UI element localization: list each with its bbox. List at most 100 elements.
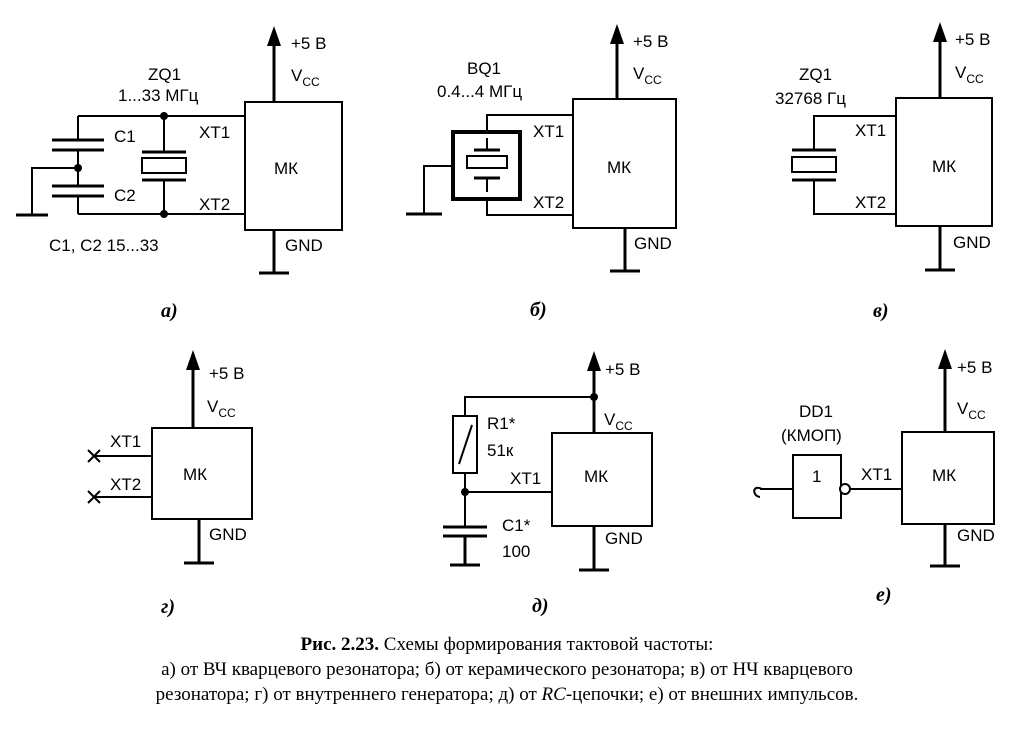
external-pulse-input-icon [753,486,793,498]
supply-arrow-v [933,22,947,42]
gate-function-e: 1 [812,467,821,486]
mcu-block-d [551,432,653,527]
xt2-label-v: XT2 [855,193,886,212]
ground-wire-a [31,167,78,215]
xt2-wire-v [813,180,896,215]
junction-vcc-d [590,393,598,401]
xt2-wire-b [486,199,573,216]
caption-line-2: а) от ВЧ кварцевого резонатора; б) от ке… [161,659,853,680]
vcc-label-a: VCC [291,66,320,89]
mcu-label-d: МК [584,467,608,486]
caption-line-1: Рис. 2.23. Схемы формирования тактовой ч… [0,632,1014,657]
gnd-label-d: GND [605,529,643,548]
circuit-v: МК +5 В VCC GND XT1 XT2 ZQ1 32768 Гц в) [775,22,993,322]
vcc-label-b: VCC [633,64,662,87]
caption-line-3: резонатора; г) от внутреннего генератора… [155,684,859,705]
r1-value-d: 51к [487,441,514,460]
xt1-label-a: XT1 [199,123,230,142]
vcc-label-e: VCC [957,399,986,422]
gnd-label-a: GND [285,236,323,255]
caption-title: Рис. 2.23. [300,634,380,655]
caps-value-a: C1, C2 15...33 [49,236,159,255]
r1-variable-mark-d [458,424,473,465]
xt1-label-e: XT1 [861,465,892,484]
crystal-body-v [791,156,837,173]
gnd-label-b: GND [634,234,672,253]
r1-supply-wire-d [464,396,594,416]
supply-label-b: +5 В [633,32,668,51]
junction-bottom-a [160,210,168,218]
mcu-block-a [244,101,343,231]
gnd-label-g: GND [209,525,247,544]
xt2-label-a: XT2 [199,195,230,214]
ground-wire-b [423,165,453,214]
crystal-freq-a: 1...33 МГц [118,86,199,105]
junction-top-a [160,112,168,120]
panel-label-g: г) [161,596,175,618]
vcc-label-g: VCC [207,397,236,420]
mcu-label-g: МК [183,465,207,484]
vcc-label-v: VCC [955,63,984,86]
crystal-body-a [141,157,187,174]
caption-rc: RC [541,684,566,705]
mcu-block-b [572,98,677,229]
vcc-label-d: VCC [604,410,633,433]
mcu-label-b: МК [607,158,631,177]
mcu-label-e: МК [932,466,956,485]
resonator-element-b [466,155,508,169]
inverter-gate-e [792,454,842,519]
circuit-a: МК +5 В VCC GND XT1 XT2 ZQ1 1...33 МГц C… [16,26,343,322]
mcu-block-v [895,97,993,227]
supply-arrow-g [186,350,200,370]
caption-title-rest: Схемы формирования тактовой частоты: [379,634,714,655]
mcu-block-e [901,431,995,525]
crystal-ref-v: ZQ1 [799,65,832,84]
gate-ref-e: DD1 [799,402,833,421]
schematic-diagram: МК +5 В VCC GND XT1 XT2 ZQ1 1...33 МГц C… [16,22,995,618]
panel-label-d: д) [532,595,549,617]
supply-label-v: +5 В [955,30,990,49]
supply-arrow-a [267,26,281,46]
c1-label-a: C1 [114,127,136,146]
xt2-label-g: XT2 [110,475,141,494]
c1-label-d: C1* [502,516,531,535]
mcu-block-g [151,427,253,520]
panel-label-b: б) [530,299,547,321]
xt1-label-b: XT1 [533,122,564,141]
circuit-g: МК +5 В VCC GND XT1 XT2 г) [87,350,253,618]
c2-label-a: C2 [114,186,136,205]
figure-caption: Рис. 2.23. Схемы формирования тактовой ч… [0,632,1014,707]
gate-type-e: (КМОП) [781,426,842,445]
gnd-label-e: GND [957,526,995,545]
circuit-b: МК +5 В VCC GND XT1 XT2 BQ1 0.4...4 МГц … [406,24,677,321]
gnd-label-v: GND [953,233,991,252]
xt1-label-v: XT1 [855,121,886,140]
supply-arrow-b [610,24,624,44]
xt1-label-d: XT1 [510,469,541,488]
xt1-label-g: XT1 [110,432,141,451]
mcu-label-v: МК [932,157,956,176]
circuit-d: МК +5 В VCC GND R1* 51к XT1 C1* 100 д) [443,351,653,617]
supply-label-a: +5 В [291,34,326,53]
resonator-freq-b: 0.4...4 МГц [437,82,522,101]
panel-label-a: а) [161,300,178,322]
xt1-wire-b [486,114,573,132]
resonator-ref-b: BQ1 [467,59,501,78]
supply-label-e: +5 В [957,358,992,377]
inverter-bubble-e [839,483,851,495]
supply-label-d: +5 В [605,360,640,379]
panel-label-e: е) [876,584,892,606]
supply-arrow-d [587,351,601,371]
xt1-wire-v [813,115,896,150]
xt1-no-connect-icon [87,449,101,463]
mcu-label-a: МК [274,159,298,178]
c1-value-d: 100 [502,542,530,561]
crystal-freq-v: 32768 Гц [775,89,846,108]
supply-label-g: +5 В [209,364,244,383]
xt2-label-b: XT2 [533,193,564,212]
circuit-e: МК +5 В VCC GND DD1 (КМОП) 1 XT1 е) [753,349,995,606]
panel-label-v: в) [873,300,889,322]
xt2-no-connect-icon [87,490,101,504]
supply-arrow-e [938,349,952,369]
crystal-ref-a: ZQ1 [148,65,181,84]
